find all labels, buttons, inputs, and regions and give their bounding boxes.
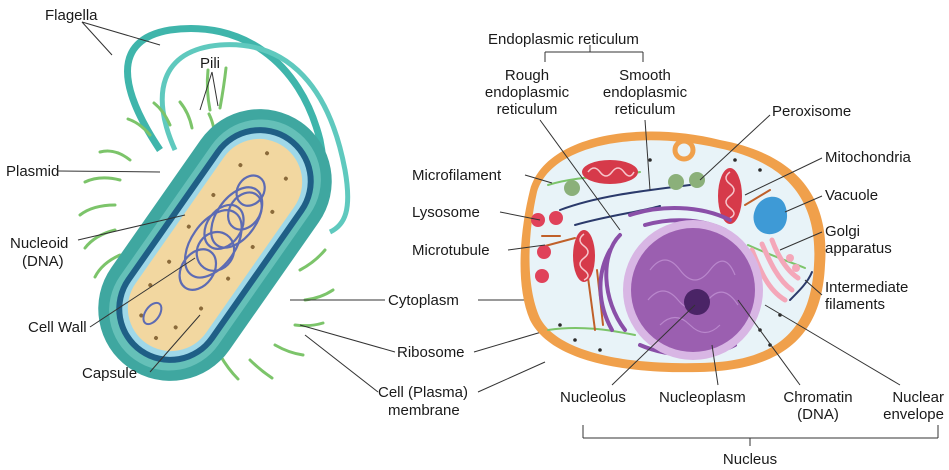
label-nuclear-envelope-1: Nuclear bbox=[892, 389, 944, 406]
label-lysosome: Lysosome bbox=[412, 204, 480, 221]
label-er: Endoplasmic reticulum bbox=[488, 31, 639, 48]
lysosome bbox=[535, 269, 549, 283]
label-nucleus: Nucleus bbox=[723, 451, 777, 468]
prokaryotic-cell: Flagella Pili Plasmid Nucleoid (DNA) Cel… bbox=[6, 7, 360, 409]
label-capsule: Capsule bbox=[82, 365, 137, 382]
label-ribosome: Ribosome bbox=[397, 344, 465, 361]
label-chromatin-1: Chromatin bbox=[783, 389, 852, 406]
label-membrane: membrane bbox=[388, 402, 460, 419]
label-microfilament: Microfilament bbox=[412, 167, 502, 184]
label-plasmid: Plasmid bbox=[6, 163, 59, 180]
label-peroxisome: Peroxisome bbox=[772, 103, 851, 120]
label-pili: Pili bbox=[200, 55, 220, 72]
peroxisome bbox=[564, 180, 580, 196]
label-vacuole: Vacuole bbox=[825, 187, 878, 204]
label-nuclear-envelope-2: envelope bbox=[883, 406, 944, 423]
eukaryotic-cell: Endoplasmic reticulum Rough endoplasmic … bbox=[412, 31, 944, 468]
label-smooth-er-1: Smooth bbox=[619, 67, 671, 84]
label-chromatin-2: (DNA) bbox=[797, 406, 839, 423]
peroxisome bbox=[668, 174, 684, 190]
label-golgi-1: Golgi bbox=[825, 223, 860, 240]
label-nucleoid: Nucleoid bbox=[10, 235, 68, 252]
label-cell-wall: Cell Wall bbox=[28, 319, 87, 336]
lysosome bbox=[537, 245, 551, 259]
label-golgi-2: apparatus bbox=[825, 240, 892, 257]
peroxisome bbox=[689, 172, 705, 188]
label-plasma-membrane: Cell (Plasma) bbox=[378, 384, 468, 401]
label-rough-er-3: reticulum bbox=[497, 101, 558, 118]
nucleolus bbox=[684, 289, 710, 315]
label-rough-er-1: Rough bbox=[505, 67, 549, 84]
mitochondrion bbox=[573, 230, 595, 282]
label-intermediate-2: filaments bbox=[825, 296, 885, 313]
label-nucleolus: Nucleolus bbox=[560, 389, 626, 406]
label-rough-er-2: endoplasmic bbox=[485, 84, 570, 101]
label-cytoplasm: Cytoplasm bbox=[388, 292, 459, 309]
label-flagella: Flagella bbox=[45, 7, 98, 24]
label-smooth-er-3: reticulum bbox=[615, 101, 676, 118]
label-smooth-er-2: endoplasmic bbox=[603, 84, 688, 101]
label-nucleoid-dna: (DNA) bbox=[22, 253, 64, 270]
label-microtubule: Microtubule bbox=[412, 242, 490, 259]
label-mitochondria: Mitochondria bbox=[825, 149, 912, 166]
label-nucleoplasm: Nucleoplasm bbox=[659, 389, 746, 406]
lysosome bbox=[549, 211, 563, 225]
label-intermediate-1: Intermediate bbox=[825, 279, 908, 296]
